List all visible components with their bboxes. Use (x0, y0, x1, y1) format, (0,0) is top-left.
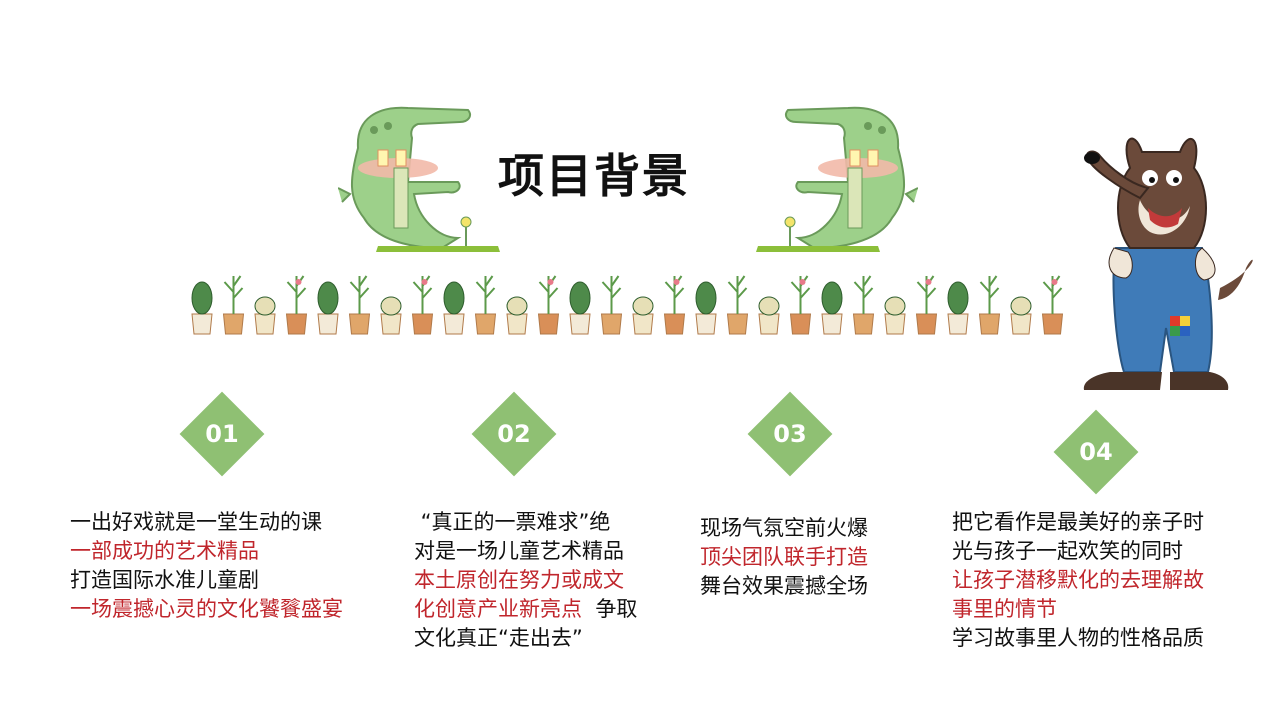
highlight-text: 一场震撼心灵的文化饕餮盛宴 (70, 597, 343, 621)
potted-plant-icon (1010, 296, 1032, 335)
body-text: 文化真正“走出去” (414, 626, 583, 650)
item-4-number: 04 (1079, 438, 1113, 466)
highlight-text: 让孩子潜移默化的去理解故 (952, 568, 1204, 592)
body-text: 舞台效果震撼全场 (700, 574, 868, 598)
potted-plant-icon (380, 296, 402, 335)
item-4-line: 让孩子潜移默化的去理解故 (952, 566, 1204, 595)
potted-plant-icon (506, 296, 528, 335)
item-2-text: “真正的一票难求”绝对是一场儿童艺术精品本土原创在努力或成文化创意产业新亮点 争… (414, 508, 637, 653)
highlight-text: 本土原创在努力或成文 (414, 568, 624, 592)
body-text: 打造国际水准儿童剧 (70, 568, 259, 592)
item-1-text: 一出好戏就是一堂生动的课一部成功的艺术精品打造国际水准儿童剧一场震撼心灵的文化饕… (70, 508, 343, 624)
item-4-line: 光与孩子一起欢笑的同时 (952, 537, 1204, 566)
potted-plant-icon (569, 281, 591, 335)
wolf-mascot-illustration (1083, 137, 1253, 390)
item-3-line: 舞台效果震撼全场 (700, 572, 868, 601)
crocodile-illustration-right (756, 106, 918, 252)
potted-plant-icon (821, 281, 843, 335)
body-text: 一出好戏就是一堂生动的课 (70, 510, 322, 534)
potted-plant-icon (663, 275, 686, 335)
potted-plant-icon (947, 281, 969, 335)
item-2-line: “真正的一票难求”绝 (414, 508, 637, 537)
page-title: 项目背景 (498, 149, 690, 203)
item-2-badge: 02 (471, 391, 557, 477)
potted-plant-icon (411, 275, 434, 335)
body-text: 学习故事里人物的性格品质 (952, 626, 1204, 650)
item-1-number: 01 (205, 420, 239, 448)
potted-plant-icon (285, 275, 308, 335)
highlight-text: 顶尖团队联手打造 (700, 545, 868, 569)
item-3-badge: 03 (747, 391, 833, 477)
body-text: “真正的一票难求”绝 (414, 510, 611, 534)
potted-plant-icon (789, 275, 812, 335)
item-3-line: 顶尖团队联手打造 (700, 543, 868, 572)
item-4-text: 把它看作是最美好的亲子时光与孩子一起欢笑的同时让孩子潜移默化的去理解故事里的情节… (952, 508, 1204, 653)
potted-plants-decoration (191, 275, 1064, 335)
item-2-line: 化创意产业新亮点 争取 (414, 595, 637, 624)
body-text: 争取 (582, 597, 638, 621)
potted-plant-icon (632, 296, 654, 335)
potted-plant-icon (978, 275, 1001, 335)
item-1-line: 一场震撼心灵的文化饕餮盛宴 (70, 595, 343, 624)
potted-plant-icon (600, 275, 623, 335)
potted-plant-icon (726, 275, 749, 335)
potted-plant-icon (222, 275, 245, 335)
body-text: 光与孩子一起欢笑的同时 (952, 539, 1183, 563)
item-2-number: 02 (497, 420, 531, 448)
item-4-line: 学习故事里人物的性格品质 (952, 624, 1204, 653)
crocodile-illustration-left (338, 106, 500, 252)
potted-plant-icon (348, 275, 371, 335)
potted-plant-icon (191, 281, 213, 335)
item-4-line: 把它看作是最美好的亲子时 (952, 508, 1204, 537)
potted-plant-icon (1041, 275, 1064, 335)
body-text: 把它看作是最美好的亲子时 (952, 510, 1204, 534)
highlight-text: 事里的情节 (952, 597, 1057, 621)
item-3-line: 现场气氛空前火爆 (700, 514, 868, 543)
potted-plant-icon (254, 296, 276, 335)
item-1-badge: 01 (179, 391, 265, 477)
potted-plant-icon (758, 296, 780, 335)
potted-plant-icon (852, 275, 875, 335)
item-3-number: 03 (773, 420, 807, 448)
potted-plant-icon (537, 275, 560, 335)
item-2-line: 本土原创在努力或成文 (414, 566, 637, 595)
item-1-line: 一出好戏就是一堂生动的课 (70, 508, 343, 537)
potted-plant-icon (695, 281, 717, 335)
item-2-line: 对是一场儿童艺术精品 (414, 537, 637, 566)
highlight-text: 化创意产业新亮点 (414, 597, 582, 621)
potted-plant-icon (884, 296, 906, 335)
potted-plant-icon (443, 281, 465, 335)
item-1-line: 打造国际水准儿童剧 (70, 566, 343, 595)
potted-plant-icon (915, 275, 938, 335)
item-1-line: 一部成功的艺术精品 (70, 537, 343, 566)
potted-plant-icon (317, 281, 339, 335)
item-3-text: 现场气氛空前火爆顶尖团队联手打造舞台效果震撼全场 (700, 514, 868, 601)
body-text: 对是一场儿童艺术精品 (414, 539, 624, 563)
potted-plant-icon (474, 275, 497, 335)
item-2-line: 文化真正“走出去” (414, 624, 637, 653)
highlight-text: 一部成功的艺术精品 (70, 539, 259, 563)
item-4-badge: 04 (1053, 409, 1139, 495)
body-text: 现场气氛空前火爆 (700, 516, 868, 540)
item-4-line: 事里的情节 (952, 595, 1204, 624)
